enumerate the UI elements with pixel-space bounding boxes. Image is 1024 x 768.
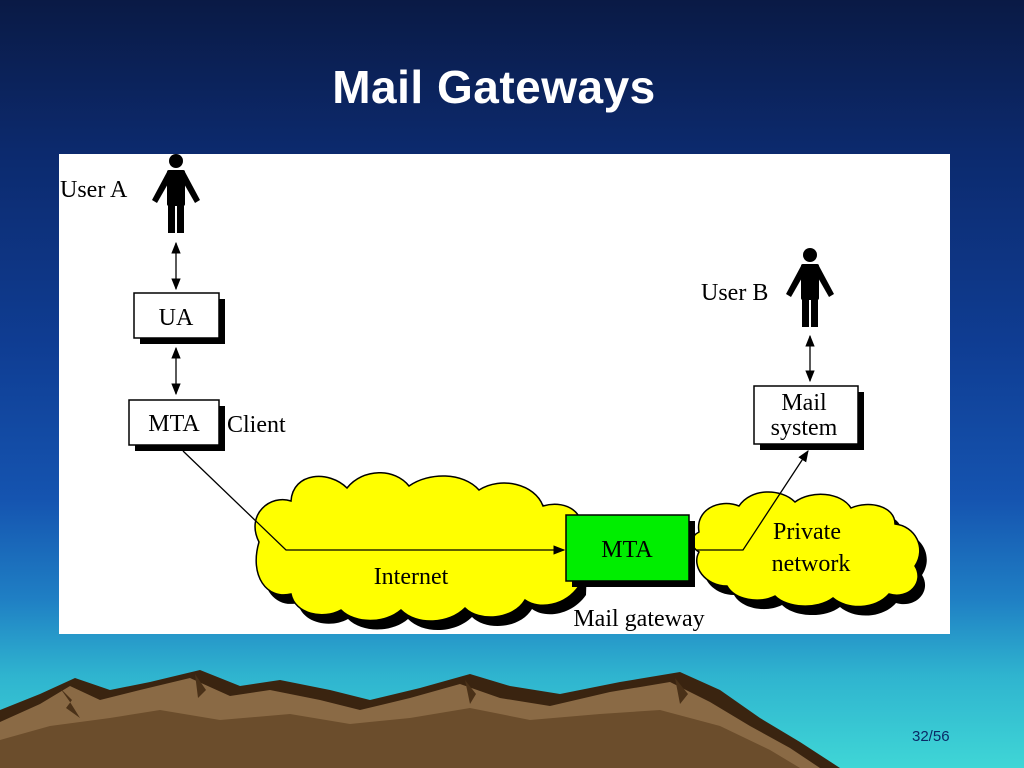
gateway-mta-box: MTA — [565, 514, 695, 587]
gateway-mta-label: MTA — [601, 537, 653, 563]
mta-client-box: MTA — [128, 399, 225, 451]
client-label: Client — [227, 412, 286, 438]
user-a-person-icon — [152, 154, 200, 233]
user-b-person-icon — [786, 248, 834, 327]
mountains-decoration — [0, 670, 840, 768]
client-to-gateway-arrow — [182, 450, 566, 555]
internet-label: Internet — [374, 564, 449, 590]
page-number: 32/56 — [912, 728, 950, 745]
ua-box: UA — [133, 292, 225, 344]
diagram-panel: User A UA MTA Client MTA Internet — [59, 154, 950, 634]
private-network-label-line2: network — [772, 551, 851, 577]
gateway-to-mail-system-arrow — [696, 450, 809, 551]
user-b-label: User B — [701, 280, 768, 306]
slide-title: Mail Gateways — [332, 61, 656, 113]
ua-label: UA — [159, 305, 194, 331]
private-network-label-line1: Private — [773, 519, 841, 545]
mta-client-label: MTA — [148, 411, 200, 437]
mail-gateway-label: Mail gateway — [573, 606, 704, 632]
mail-system-label-line2: system — [771, 415, 838, 441]
mail-gateway-diagram: User A UA MTA Client MTA Internet — [60, 154, 927, 632]
mail-system-label-line1: Mail — [781, 390, 827, 416]
mail-system-box: Mail system — [753, 385, 864, 450]
user-a-label: User A — [60, 177, 128, 203]
internet-cloud — [254, 472, 589, 631]
